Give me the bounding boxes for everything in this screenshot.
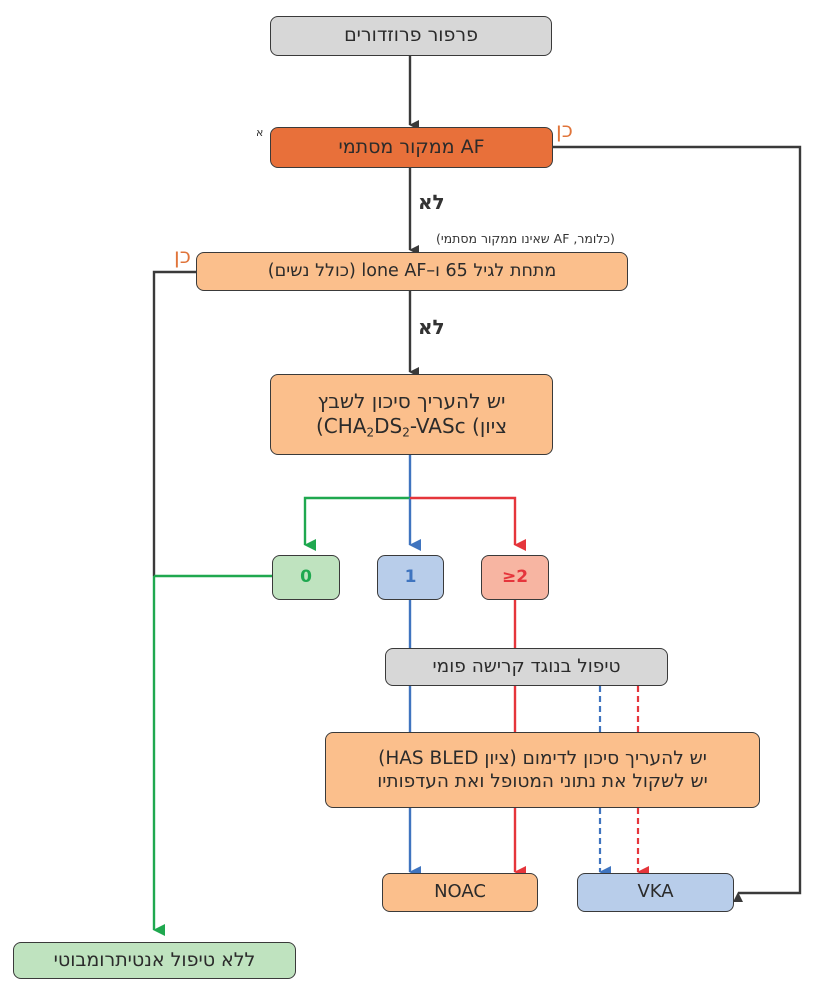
node-atrial-fibrillation-text: פרפור פרוזדורים [344,24,478,47]
node-assess-stroke-risk: יש להעריך סיכון לשבץ (CHA2DS2-VASc ציון) [270,374,553,455]
node-score-0: 0 [272,555,340,600]
node-noac: NOAC [382,873,538,912]
noac-text: NOAC [434,881,486,903]
node-atrial-fibrillation: פרפור פרוזדורים [270,16,552,56]
assess-stroke-score-name: (CHA2DS2-VASc ציון) [315,413,508,440]
node-lone-af: מתחת לגיל 65 ו–lone AF (כולל נשים) [196,252,628,291]
edge-label-yes-valvular: כן [556,118,573,142]
score-0-text: 0 [300,566,312,587]
assess-bleed-line2: יש לשקול את נתוני המטופל ואת העדפותיו [377,771,708,792]
arrow-to-score2 [410,496,526,551]
nonvalvular-note: (כלומר, AF שאינו ממקור מסתמי) [436,231,615,246]
arrow-to-score0 [303,496,410,551]
sub-2a: 2 [366,425,375,440]
score-1-text: 1 [404,566,417,587]
node-lone-af-text: מתחת לגיל 65 ו–lone AF (כולל נשים) [267,260,557,281]
node-vka: VKA [577,873,734,912]
node-no-antithrombotic: ללא טיפול אנטיתרומבוטי [13,942,296,979]
oral-anticoagulant-text: טיפול בנוגד קרישה פומי [432,656,621,678]
arrow-valvular-yes-to-vka [553,145,802,902]
node-assess-bleeding-risk: יש להעריך סיכון לדימום (ציון HAS BLED) י… [325,732,760,808]
score-word: ציון) [472,413,508,438]
assess-stroke-line2: (CHA2DS2-VASc ציון) [316,414,507,441]
node-oral-anticoagulant: טיפול בנוגד קרישה פומי [385,648,668,686]
edge-label-no-valvular: לא [418,190,445,214]
edge-label-no-lone-af: לא [418,315,445,339]
score-2-plus-text: 2≤ [501,566,529,587]
vka-text: VKA [637,881,674,903]
assess-stroke-line1: יש להעריך סיכון לשבץ [317,388,506,413]
sub-2b: 2 [402,425,410,440]
arrow-lone-af-yes [152,270,196,576]
no-antithrombotic-text: ללא טיפול אנטיתרומבוטי [53,948,256,971]
edge-label-yes-lone-af: כן [174,244,191,268]
node-score-1: 1 [377,555,444,600]
valvular-footnote-marker: א [256,126,264,139]
assess-bleed-line1: יש להעריך סיכון לדימום (ציון HAS BLED) [378,747,707,769]
node-score-2-plus: 2≤ [481,555,549,600]
node-valvular-af-text: AF ממקור מסתמי [338,135,485,158]
node-valvular-af: AF ממקור מסתמי [270,127,553,168]
